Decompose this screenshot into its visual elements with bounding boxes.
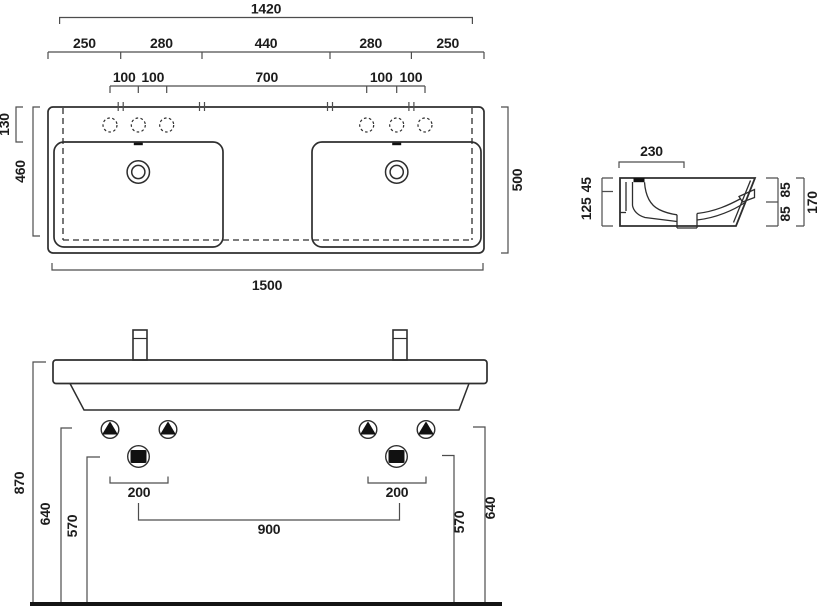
section-view: 230 45 125 85 85 170 bbox=[578, 143, 820, 229]
dim-line-1420 bbox=[59, 16, 473, 24]
drain-right-outer bbox=[384, 160, 409, 184]
front-view: 200 200 900 870 640 570 570 640 bbox=[11, 329, 502, 606]
section-outline bbox=[619, 177, 757, 227]
dim-label-200-left: 200 bbox=[128, 484, 151, 500]
dim-label-85-upper: 85 bbox=[777, 182, 793, 198]
dim-line-200-right bbox=[367, 476, 427, 484]
dim-line-1500 bbox=[51, 263, 484, 271]
mount-triangle-icon-1 bbox=[102, 422, 118, 435]
dim-label-280-left: 280 bbox=[150, 35, 173, 51]
mount-circle-1 bbox=[100, 420, 120, 440]
edge-tick-marks bbox=[117, 102, 415, 111]
tap-hole-right-1 bbox=[359, 117, 375, 133]
section-floor-rise-upper bbox=[696, 197, 742, 215]
dim-line-460 bbox=[32, 106, 40, 237]
left-basin bbox=[53, 141, 224, 248]
drain-left-outer bbox=[126, 160, 151, 184]
dim-label-250-right: 250 bbox=[436, 35, 459, 51]
dim-line-570-right bbox=[442, 454, 455, 604]
section-bowl-underside bbox=[631, 205, 678, 223]
dim-line-200-left bbox=[109, 476, 169, 484]
dim-label-440: 440 bbox=[255, 35, 278, 51]
overflow-slot-right bbox=[392, 142, 402, 146]
dim-label-700: 700 bbox=[255, 69, 278, 85]
overflow-slot-left bbox=[133, 142, 143, 146]
mount-triangle-icon-3 bbox=[360, 422, 376, 435]
faucet-stub-right bbox=[392, 329, 408, 361]
mount-circle-2 bbox=[158, 420, 178, 440]
hidden-edge-dashes bbox=[62, 108, 473, 241]
mounting-points bbox=[100, 420, 436, 440]
dim-line-230 bbox=[618, 161, 685, 168]
dim-line-45-125 bbox=[601, 177, 613, 227]
section-bowl-surface bbox=[643, 182, 678, 216]
dim-line-870 bbox=[32, 361, 46, 604]
mount-circle-4 bbox=[416, 420, 436, 440]
tap-hole-left-2 bbox=[130, 117, 146, 133]
dim-label-170: 170 bbox=[804, 191, 820, 214]
dim-label-570-right: 570 bbox=[451, 510, 467, 533]
drain-outlet-square-icon-right bbox=[388, 450, 405, 463]
dim-line-170 bbox=[796, 177, 805, 227]
dim-label-85-lower: 85 bbox=[777, 206, 793, 222]
plan-view: 1420 250 280 440 280 250 100 100 700 100… bbox=[0, 1, 525, 294]
dim-label-460: 460 bbox=[12, 160, 28, 183]
dim-label-1500: 1500 bbox=[252, 277, 283, 293]
tap-hole-right-2 bbox=[389, 117, 405, 133]
section-drain-trap bbox=[676, 213, 698, 229]
dim-label-200-right: 200 bbox=[386, 484, 409, 500]
tap-hole-right-3 bbox=[417, 117, 433, 133]
dim-label-130: 130 bbox=[0, 113, 12, 136]
drain-outlet-circle-right bbox=[385, 445, 409, 469]
dim-label-100-3: 100 bbox=[370, 69, 393, 85]
dim-label-640-left: 640 bbox=[37, 502, 53, 525]
mount-triangle-icon-2 bbox=[160, 422, 176, 435]
right-basin bbox=[311, 141, 482, 248]
drain-left-inner bbox=[130, 164, 146, 180]
dim-line-570-left bbox=[86, 456, 100, 604]
mount-triangle-icon-4 bbox=[418, 422, 434, 435]
dim-label-230: 230 bbox=[640, 143, 663, 159]
tap-hole-left-1 bbox=[102, 117, 118, 133]
faucet-stub-left bbox=[132, 329, 148, 361]
dim-label-870: 870 bbox=[11, 471, 27, 494]
dim-label-100-1: 100 bbox=[113, 69, 136, 85]
drain-outlets bbox=[126, 445, 409, 469]
dim-label-125: 125 bbox=[578, 197, 594, 220]
drain-right-inner bbox=[389, 164, 405, 180]
dim-line-85-85 bbox=[766, 177, 779, 227]
dim-label-900: 900 bbox=[258, 521, 281, 537]
front-rim-band bbox=[52, 359, 488, 385]
dim-label-100-2: 100 bbox=[141, 69, 164, 85]
dim-line-900 bbox=[137, 503, 401, 521]
drain-outlet-square-icon-left bbox=[130, 450, 147, 463]
dim-label-250-left: 250 bbox=[73, 35, 96, 51]
dim-label-640-right: 640 bbox=[482, 496, 498, 519]
dim-line-640-left bbox=[60, 427, 72, 604]
section-mount-slot bbox=[738, 188, 756, 203]
dim-line-130 bbox=[15, 106, 23, 143]
section-floor-rise-lower bbox=[696, 201, 746, 221]
dim-line-640-right bbox=[473, 426, 486, 604]
dim-line-tapholes bbox=[109, 85, 426, 93]
dim-label-100-4: 100 bbox=[400, 69, 423, 85]
dim-label-280-right: 280 bbox=[359, 35, 382, 51]
dim-line-500 bbox=[501, 106, 509, 254]
front-taper-body bbox=[69, 383, 470, 411]
dim-label-570-left: 570 bbox=[64, 514, 80, 537]
mount-circle-3 bbox=[358, 420, 378, 440]
dim-line-segments bbox=[47, 51, 485, 59]
tap-hole-left-3 bbox=[159, 117, 175, 133]
dim-label-500: 500 bbox=[509, 168, 525, 191]
drain-outlet-circle-left bbox=[126, 445, 150, 469]
section-tap-deck-fill bbox=[633, 178, 645, 183]
dim-label-45: 45 bbox=[578, 177, 594, 193]
plan-outline bbox=[47, 106, 485, 254]
dim-label-1420: 1420 bbox=[251, 1, 282, 17]
